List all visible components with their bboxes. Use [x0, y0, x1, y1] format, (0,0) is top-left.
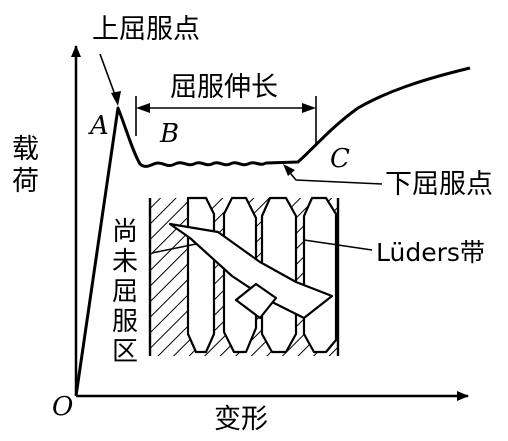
x-axis-label: 变形: [214, 404, 268, 435]
point-b-label: B: [159, 119, 179, 149]
lower-yield-arrowhead: [283, 164, 295, 176]
lower-yield-label: 下屈服点: [385, 169, 493, 200]
axes: [71, 45, 469, 401]
stress-strain-curve: [74, 66, 471, 397]
origin-label: O: [52, 392, 73, 422]
point-a-label: A: [88, 111, 109, 141]
specimen-schematic: [148, 196, 340, 356]
svg-text:未: 未: [112, 247, 138, 277]
upper-yield-arrowhead: [111, 91, 121, 106]
luders-bands: [168, 196, 338, 354]
yield-elongation-dimension: [135, 96, 317, 146]
point-c-label: C: [330, 144, 350, 174]
svg-text:区: 区: [112, 337, 138, 367]
upper-yield-label: 上屈服点: [92, 14, 200, 45]
svg-text:尚: 尚: [112, 217, 138, 247]
luders-leader: [303, 239, 373, 251]
svg-text:服: 服: [112, 307, 138, 337]
svg-text:载: 载: [12, 134, 39, 165]
svg-text:荷: 荷: [12, 166, 39, 197]
y-axis-label: 载 荷: [12, 134, 39, 197]
luders-band-label: Lüders带: [376, 238, 485, 267]
svg-text:屈: 屈: [112, 277, 138, 307]
unyielded-leader: [151, 243, 197, 254]
unyielded-region-label: 尚 未 屈 服 区: [112, 217, 138, 367]
yield-elongation-label: 屈服伸长: [170, 72, 278, 103]
